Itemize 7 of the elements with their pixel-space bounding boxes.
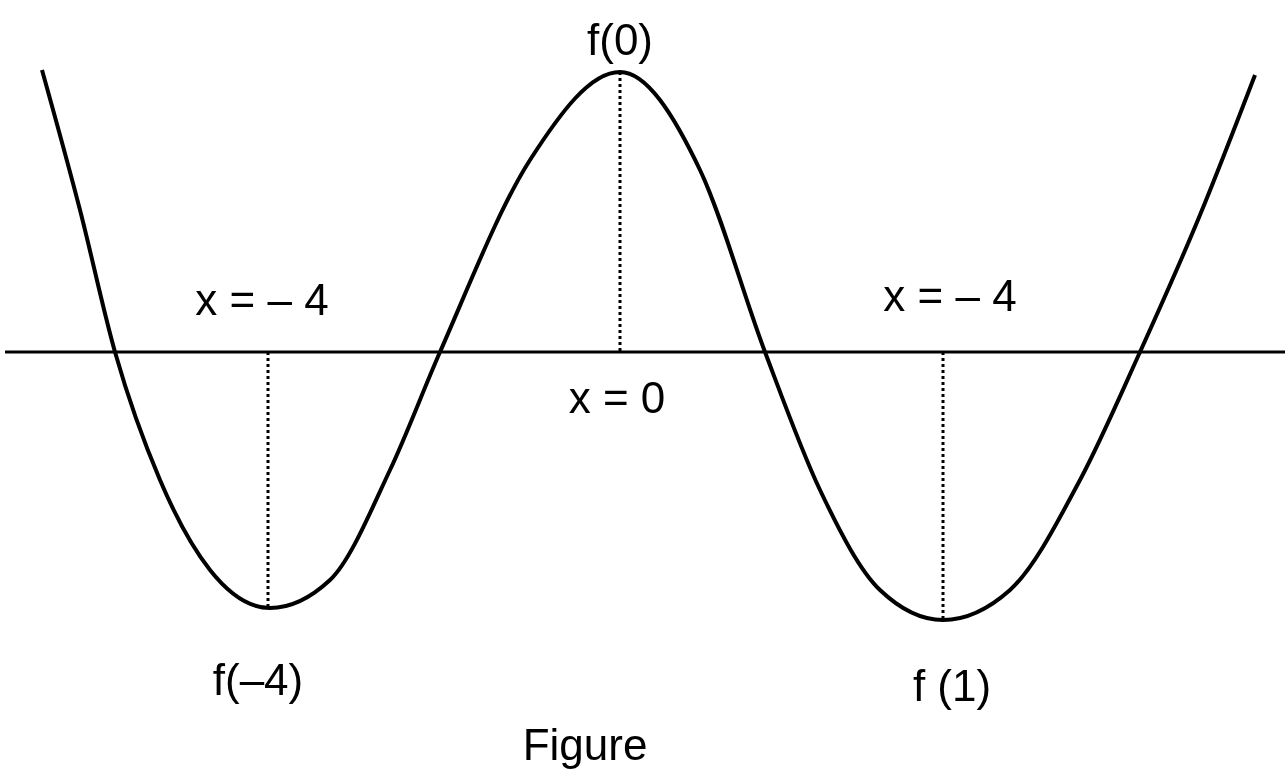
figure-caption: Figure xyxy=(522,723,648,767)
function-value-label: f(–4) xyxy=(212,658,304,702)
x-value-label: x = 0 xyxy=(568,376,666,420)
function-value-label: f(0) xyxy=(587,18,653,62)
x-value-label: x = – 4 xyxy=(195,278,329,322)
function-value-label: f (1) xyxy=(912,664,992,708)
x-value-label: x = – 4 xyxy=(883,274,1017,318)
